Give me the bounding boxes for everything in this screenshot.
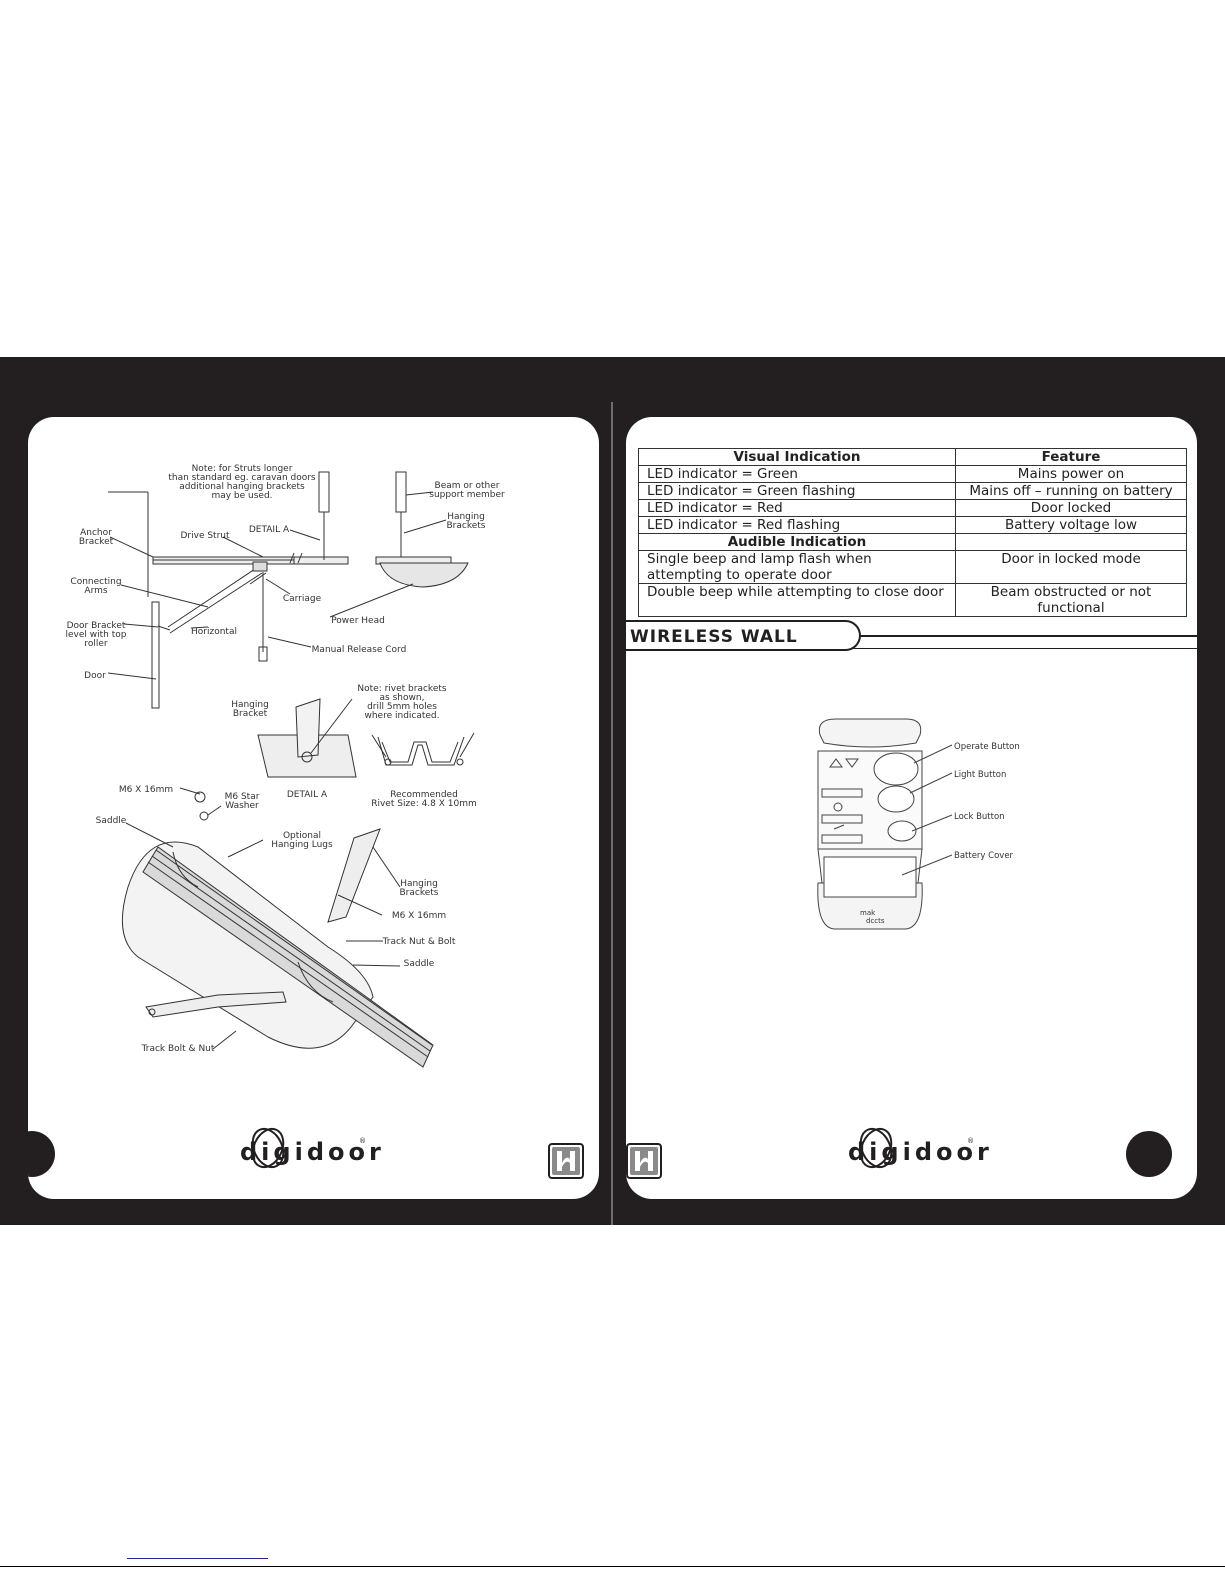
indication-cell: Double beep while attempting to close do… bbox=[638, 583, 956, 617]
label-horizontal: Horizontal bbox=[191, 627, 237, 637]
table-row: LED indicator = Red Door locked bbox=[638, 499, 1187, 517]
label-hanging-brackets-bottom-1: Hanging bbox=[400, 879, 438, 889]
table-row: LED indicator = Green flashing Mains off… bbox=[638, 482, 1187, 500]
label-lock-button: Lock Button bbox=[954, 812, 1005, 822]
indication-table: Visual Indication Feature LED indicator … bbox=[638, 448, 1187, 617]
label-optional-lugs-2: Hanging Lugs bbox=[271, 840, 333, 850]
label-note-rivet-4: where indicated. bbox=[364, 711, 439, 721]
label-m6-right: M6 X 16mm bbox=[392, 911, 446, 921]
label-hanging-brackets-bottom-2: Brackets bbox=[400, 888, 439, 898]
left-page: Note: for Struts longer than standard eg… bbox=[28, 417, 599, 1199]
label-hanging-brackets-top-2: Brackets bbox=[447, 521, 486, 531]
console-brand-small-1: mak bbox=[860, 909, 876, 917]
label-door: Door bbox=[84, 671, 106, 681]
feature-cell: Battery voltage low bbox=[955, 516, 1187, 534]
label-door-bracket-1: Door Bracket bbox=[67, 621, 126, 631]
page-divider bbox=[611, 402, 613, 1225]
label-manual-release: Manual Release Cord bbox=[312, 645, 407, 655]
table-row: LED indicator = Green Mains power on bbox=[638, 465, 1187, 483]
section-rule bbox=[626, 635, 1197, 637]
label-beam-1: Beam or other bbox=[435, 481, 500, 491]
link-underline[interactable] bbox=[127, 1558, 268, 1559]
label-m6-top: M6 X 16mm bbox=[119, 785, 173, 795]
feature-cell: Beam obstructed or not functional bbox=[955, 583, 1187, 617]
empty-cell bbox=[955, 533, 1187, 551]
table-row: Single beep and lamp flash when attempti… bbox=[638, 550, 1187, 584]
page-number-dot-right bbox=[1126, 1131, 1172, 1177]
label-anchor-bracket-1: Anchor bbox=[80, 528, 112, 538]
diagram-labels: Note: for Struts longer than standard eg… bbox=[66, 464, 506, 1054]
table-row: LED indicator = Red flashing Battery vol… bbox=[638, 516, 1187, 534]
installation-diagram: Note: for Struts longer than standard eg… bbox=[66, 464, 506, 1068]
wall-console-drawing: Operate Button Light Button Lock Button … bbox=[817, 718, 1020, 930]
label-track-nut: Track Nut & Bolt bbox=[382, 937, 456, 947]
registered-mark: ® bbox=[967, 1137, 974, 1145]
header-visual-indication: Visual Indication bbox=[638, 448, 956, 466]
digidoor-logo-right: digidoor ® bbox=[846, 1124, 989, 1182]
label-note-rivet-2: as shown, bbox=[380, 693, 425, 703]
label-carriage: Carriage bbox=[283, 594, 322, 604]
section-rule-lower bbox=[626, 648, 1197, 649]
label-m6-star-2: Washer bbox=[225, 801, 259, 811]
label-light-button: Light Button bbox=[954, 770, 1006, 780]
label-note-struts-1: Note: for Struts longer bbox=[192, 464, 293, 474]
registered-mark: ® bbox=[359, 1137, 366, 1145]
table-header-row: Visual Indication Feature bbox=[638, 448, 1187, 466]
label-note-struts-4: may be used. bbox=[211, 491, 272, 501]
logo-swirl-icon bbox=[251, 1127, 285, 1169]
label-note-struts-3: additional hanging brackets bbox=[179, 482, 305, 492]
manufacturer-h-icon bbox=[626, 1143, 662, 1179]
bottom-rule bbox=[0, 1566, 1225, 1567]
console-brand-small-2: dccts bbox=[866, 917, 885, 925]
label-note-rivet-1: Note: rivet brackets bbox=[357, 684, 446, 694]
feature-cell: Door in locked mode bbox=[955, 550, 1187, 584]
label-anchor-bracket-2: Bracket bbox=[79, 537, 114, 547]
logo-swirl-icon bbox=[859, 1127, 893, 1169]
table-row: Double beep while attempting to close do… bbox=[638, 583, 1187, 617]
label-connecting-arms-2: Arms bbox=[84, 586, 107, 596]
feature-cell: Mains off – running on battery bbox=[955, 482, 1187, 500]
feature-cell: Mains power on bbox=[955, 465, 1187, 483]
label-connecting-arms-1: Connecting bbox=[70, 577, 121, 587]
label-recommended-1: Recommended bbox=[390, 790, 458, 800]
label-detail-a-bottom: DETAIL A bbox=[287, 790, 328, 800]
section-title: WIRELESS WALL CONSOLE bbox=[630, 627, 798, 649]
indication-cell: LED indicator = Green bbox=[638, 465, 956, 483]
console-labels: Operate Button Light Button Lock Button … bbox=[860, 742, 1020, 925]
manufacturer-h-icon bbox=[548, 1143, 584, 1179]
indication-cell: Single beep and lamp flash when attempti… bbox=[638, 550, 956, 584]
label-hanging-brackets-top-1: Hanging bbox=[447, 512, 485, 522]
label-saddle-top: Saddle bbox=[96, 816, 127, 826]
label-detail-a-top: DETAIL A bbox=[249, 525, 290, 535]
label-operate-button: Operate Button bbox=[954, 742, 1020, 752]
label-door-bracket-3: roller bbox=[84, 639, 108, 649]
label-note-rivet-3: drill 5mm holes bbox=[367, 702, 437, 712]
indication-cell: LED indicator = Red bbox=[638, 499, 956, 517]
label-beam-2: support member bbox=[429, 490, 505, 500]
label-optional-lugs-1: Optional bbox=[283, 831, 321, 841]
label-power-head: Power Head bbox=[331, 616, 385, 626]
header-feature: Feature bbox=[955, 448, 1187, 466]
indication-cell: LED indicator = Green flashing bbox=[638, 482, 956, 500]
label-door-bracket-2: level with top bbox=[66, 630, 127, 640]
label-hanging-bracket-detail-1: Hanging bbox=[231, 700, 269, 710]
label-drive-strut: Drive Strut bbox=[180, 531, 230, 541]
section-heading-tab: WIRELESS WALL CONSOLE bbox=[626, 620, 861, 651]
label-hanging-bracket-detail-2: Bracket bbox=[233, 709, 268, 719]
right-page: Visual Indication Feature LED indicator … bbox=[626, 417, 1197, 1199]
label-track-bolt: Track Bolt & Nut bbox=[141, 1044, 215, 1054]
feature-cell: Door locked bbox=[955, 499, 1187, 517]
brand-name: digidoor bbox=[240, 1138, 385, 1166]
label-recommended-2: Rivet Size: 4.8 X 10mm bbox=[371, 799, 477, 809]
brand-name: digidoor bbox=[848, 1138, 993, 1166]
digidoor-logo-left: digidoor ® bbox=[238, 1124, 381, 1182]
label-note-struts-2: than standard eg. caravan doors bbox=[168, 473, 316, 483]
indication-cell: LED indicator = Red flashing bbox=[638, 516, 956, 534]
label-saddle-right: Saddle bbox=[404, 959, 435, 969]
label-m6-star-1: M6 Star bbox=[225, 792, 260, 802]
label-battery-cover: Battery Cover bbox=[954, 851, 1014, 861]
table-subheader-row: Audible Indication bbox=[638, 533, 1187, 551]
header-audible-indication: Audible Indication bbox=[638, 533, 956, 551]
